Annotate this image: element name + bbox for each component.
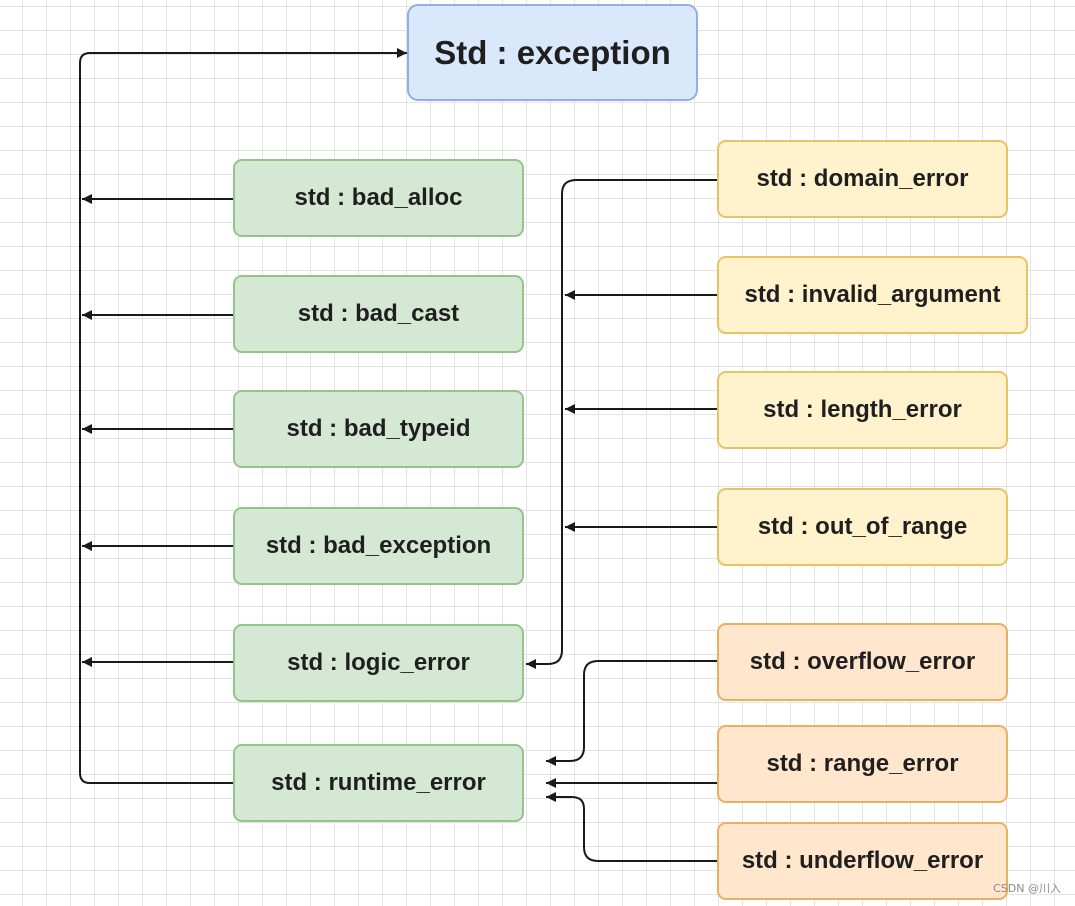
edge-domain_error-to-logic_error bbox=[526, 179, 717, 669]
node-out-of-range: std : out_of_range bbox=[717, 488, 1008, 566]
node-invalid-argument: std : invalid_argument bbox=[717, 256, 1028, 334]
node-bad-exception: std : bad_exception bbox=[233, 507, 524, 585]
node-label: std : logic_error bbox=[287, 649, 470, 676]
node-runtime-error: std : runtime_error bbox=[233, 744, 524, 822]
edge-underflow_error-to-runtime_error bbox=[546, 792, 717, 862]
node-label: Std : exception bbox=[434, 33, 671, 71]
node-logic-error: std : logic_error bbox=[233, 624, 524, 702]
node-label: std : bad_exception bbox=[265, 532, 492, 559]
node-domain-error: std : domain_error bbox=[717, 140, 1008, 218]
node-bad-alloc: std : bad_alloc bbox=[233, 159, 524, 237]
node-range-error: std : range_error bbox=[717, 725, 1008, 803]
edge-overflow_error-to-runtime_error bbox=[546, 660, 717, 766]
node-label: std : bad_alloc bbox=[294, 184, 463, 211]
node-label: std : bad_typeid bbox=[286, 415, 471, 442]
node-length-error: std : length_error bbox=[717, 371, 1008, 449]
edge-runtime_error-to-root bbox=[79, 48, 407, 784]
watermark: CSDN @川入 bbox=[993, 882, 1061, 895]
node-label: std : invalid_argument bbox=[744, 281, 1001, 308]
node-underflow-error: std : underflow_error bbox=[717, 822, 1008, 900]
node-label: std : length_error bbox=[763, 396, 962, 423]
node-label: std : range_error bbox=[766, 750, 959, 777]
node-label: std : underflow_error bbox=[741, 847, 984, 874]
node-label: std : bad_cast bbox=[297, 300, 460, 327]
node-std-exception: Std : exception bbox=[407, 4, 698, 101]
node-bad-cast: std : bad_cast bbox=[233, 275, 524, 353]
node-label: std : overflow_error bbox=[749, 648, 976, 675]
node-label: std : out_of_range bbox=[757, 513, 968, 540]
node-overflow-error: std : overflow_error bbox=[717, 623, 1008, 701]
node-label: std : runtime_error bbox=[271, 769, 486, 796]
node-label: std : domain_error bbox=[756, 165, 969, 192]
node-bad-typeid: std : bad_typeid bbox=[233, 390, 524, 468]
